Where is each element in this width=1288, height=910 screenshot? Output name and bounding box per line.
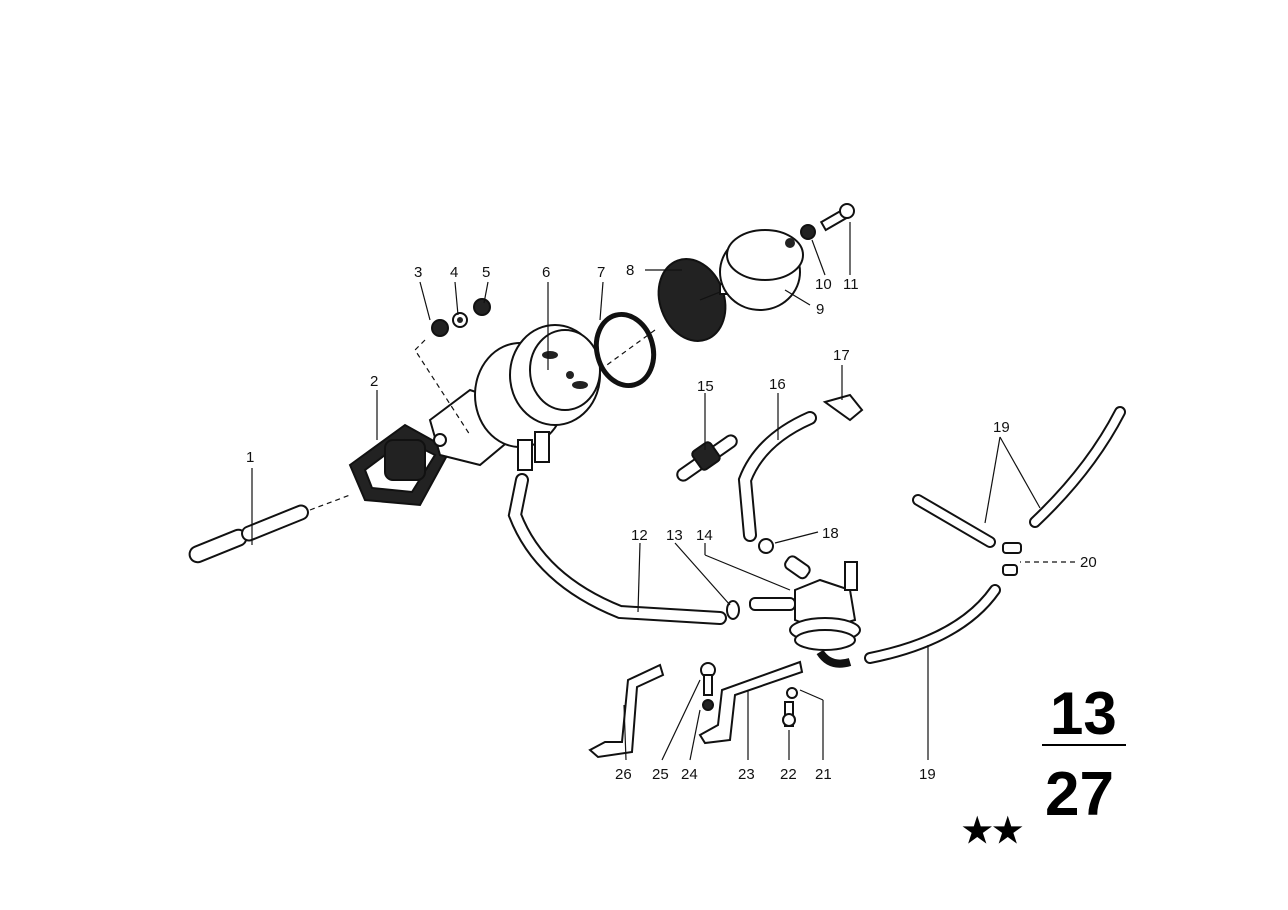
- part-19-hose-upper: [912, 406, 1126, 548]
- part-25-bolt: [700, 662, 716, 696]
- star-rating-icon: ★★: [962, 812, 1023, 850]
- callout-12: 12: [631, 527, 648, 544]
- part-1-pin: [188, 494, 351, 564]
- part-20-connector: [1002, 542, 1022, 576]
- part-16-hose: [737, 411, 817, 542]
- callout-19-lower: 19: [919, 766, 936, 783]
- part-26-bracket: [588, 663, 665, 759]
- callout-25: 25: [652, 766, 669, 783]
- callout-17: 17: [833, 347, 850, 364]
- callout-13: 13: [666, 527, 683, 544]
- part-14-housing: [749, 555, 861, 668]
- part-3-nut: [431, 319, 449, 337]
- part-11-screw: [819, 203, 855, 232]
- leader-lines: [251, 222, 1075, 761]
- callout-21: 21: [815, 766, 832, 783]
- part-17-clip: [822, 393, 864, 422]
- callout-20: 20: [1080, 554, 1097, 571]
- part-2-gasket: [348, 423, 452, 507]
- part-21-washer: [786, 687, 798, 699]
- callout-8: 8: [626, 262, 634, 279]
- part-12-hose: [507, 473, 727, 625]
- callout-11: 11: [843, 276, 859, 293]
- part-10-washer: [800, 224, 816, 240]
- part-15-inline-filter: [676, 434, 738, 482]
- callout-6: 6: [542, 264, 550, 281]
- callout-26: 26: [615, 766, 632, 783]
- callout-2: 2: [370, 373, 378, 390]
- part-18-clamp: [758, 538, 774, 554]
- part-19-hose-lower: [864, 584, 1001, 664]
- callout-14: 14: [696, 527, 713, 544]
- callout-19-upper: 19: [993, 419, 1010, 436]
- part-22-bolt: [782, 701, 796, 727]
- callout-18: 18: [822, 525, 839, 542]
- callout-24: 24: [681, 766, 698, 783]
- part-24-washer: [702, 699, 714, 711]
- callout-10: 10: [815, 276, 832, 293]
- callout-1: 1: [246, 449, 254, 466]
- callout-4: 4: [450, 264, 458, 281]
- part-4-washer: [452, 312, 468, 328]
- callout-16: 16: [769, 376, 786, 393]
- part-6-pump-body: [428, 324, 601, 471]
- callout-22: 22: [780, 766, 797, 783]
- callout-23: 23: [738, 766, 755, 783]
- part-13-clamp: [726, 600, 740, 620]
- part-9-cover: [719, 229, 804, 311]
- callout-7: 7: [597, 264, 605, 281]
- group-code-main: 13: [1050, 680, 1117, 747]
- callout-3: 3: [414, 264, 422, 281]
- callout-15: 15: [697, 378, 714, 395]
- part-7-o-ring: [593, 311, 657, 389]
- callout-9: 9: [816, 301, 824, 318]
- group-code-sub: 27: [1045, 760, 1114, 829]
- callout-5: 5: [482, 264, 490, 281]
- part-23-bracket: [698, 660, 804, 745]
- part-5-nut: [473, 298, 491, 316]
